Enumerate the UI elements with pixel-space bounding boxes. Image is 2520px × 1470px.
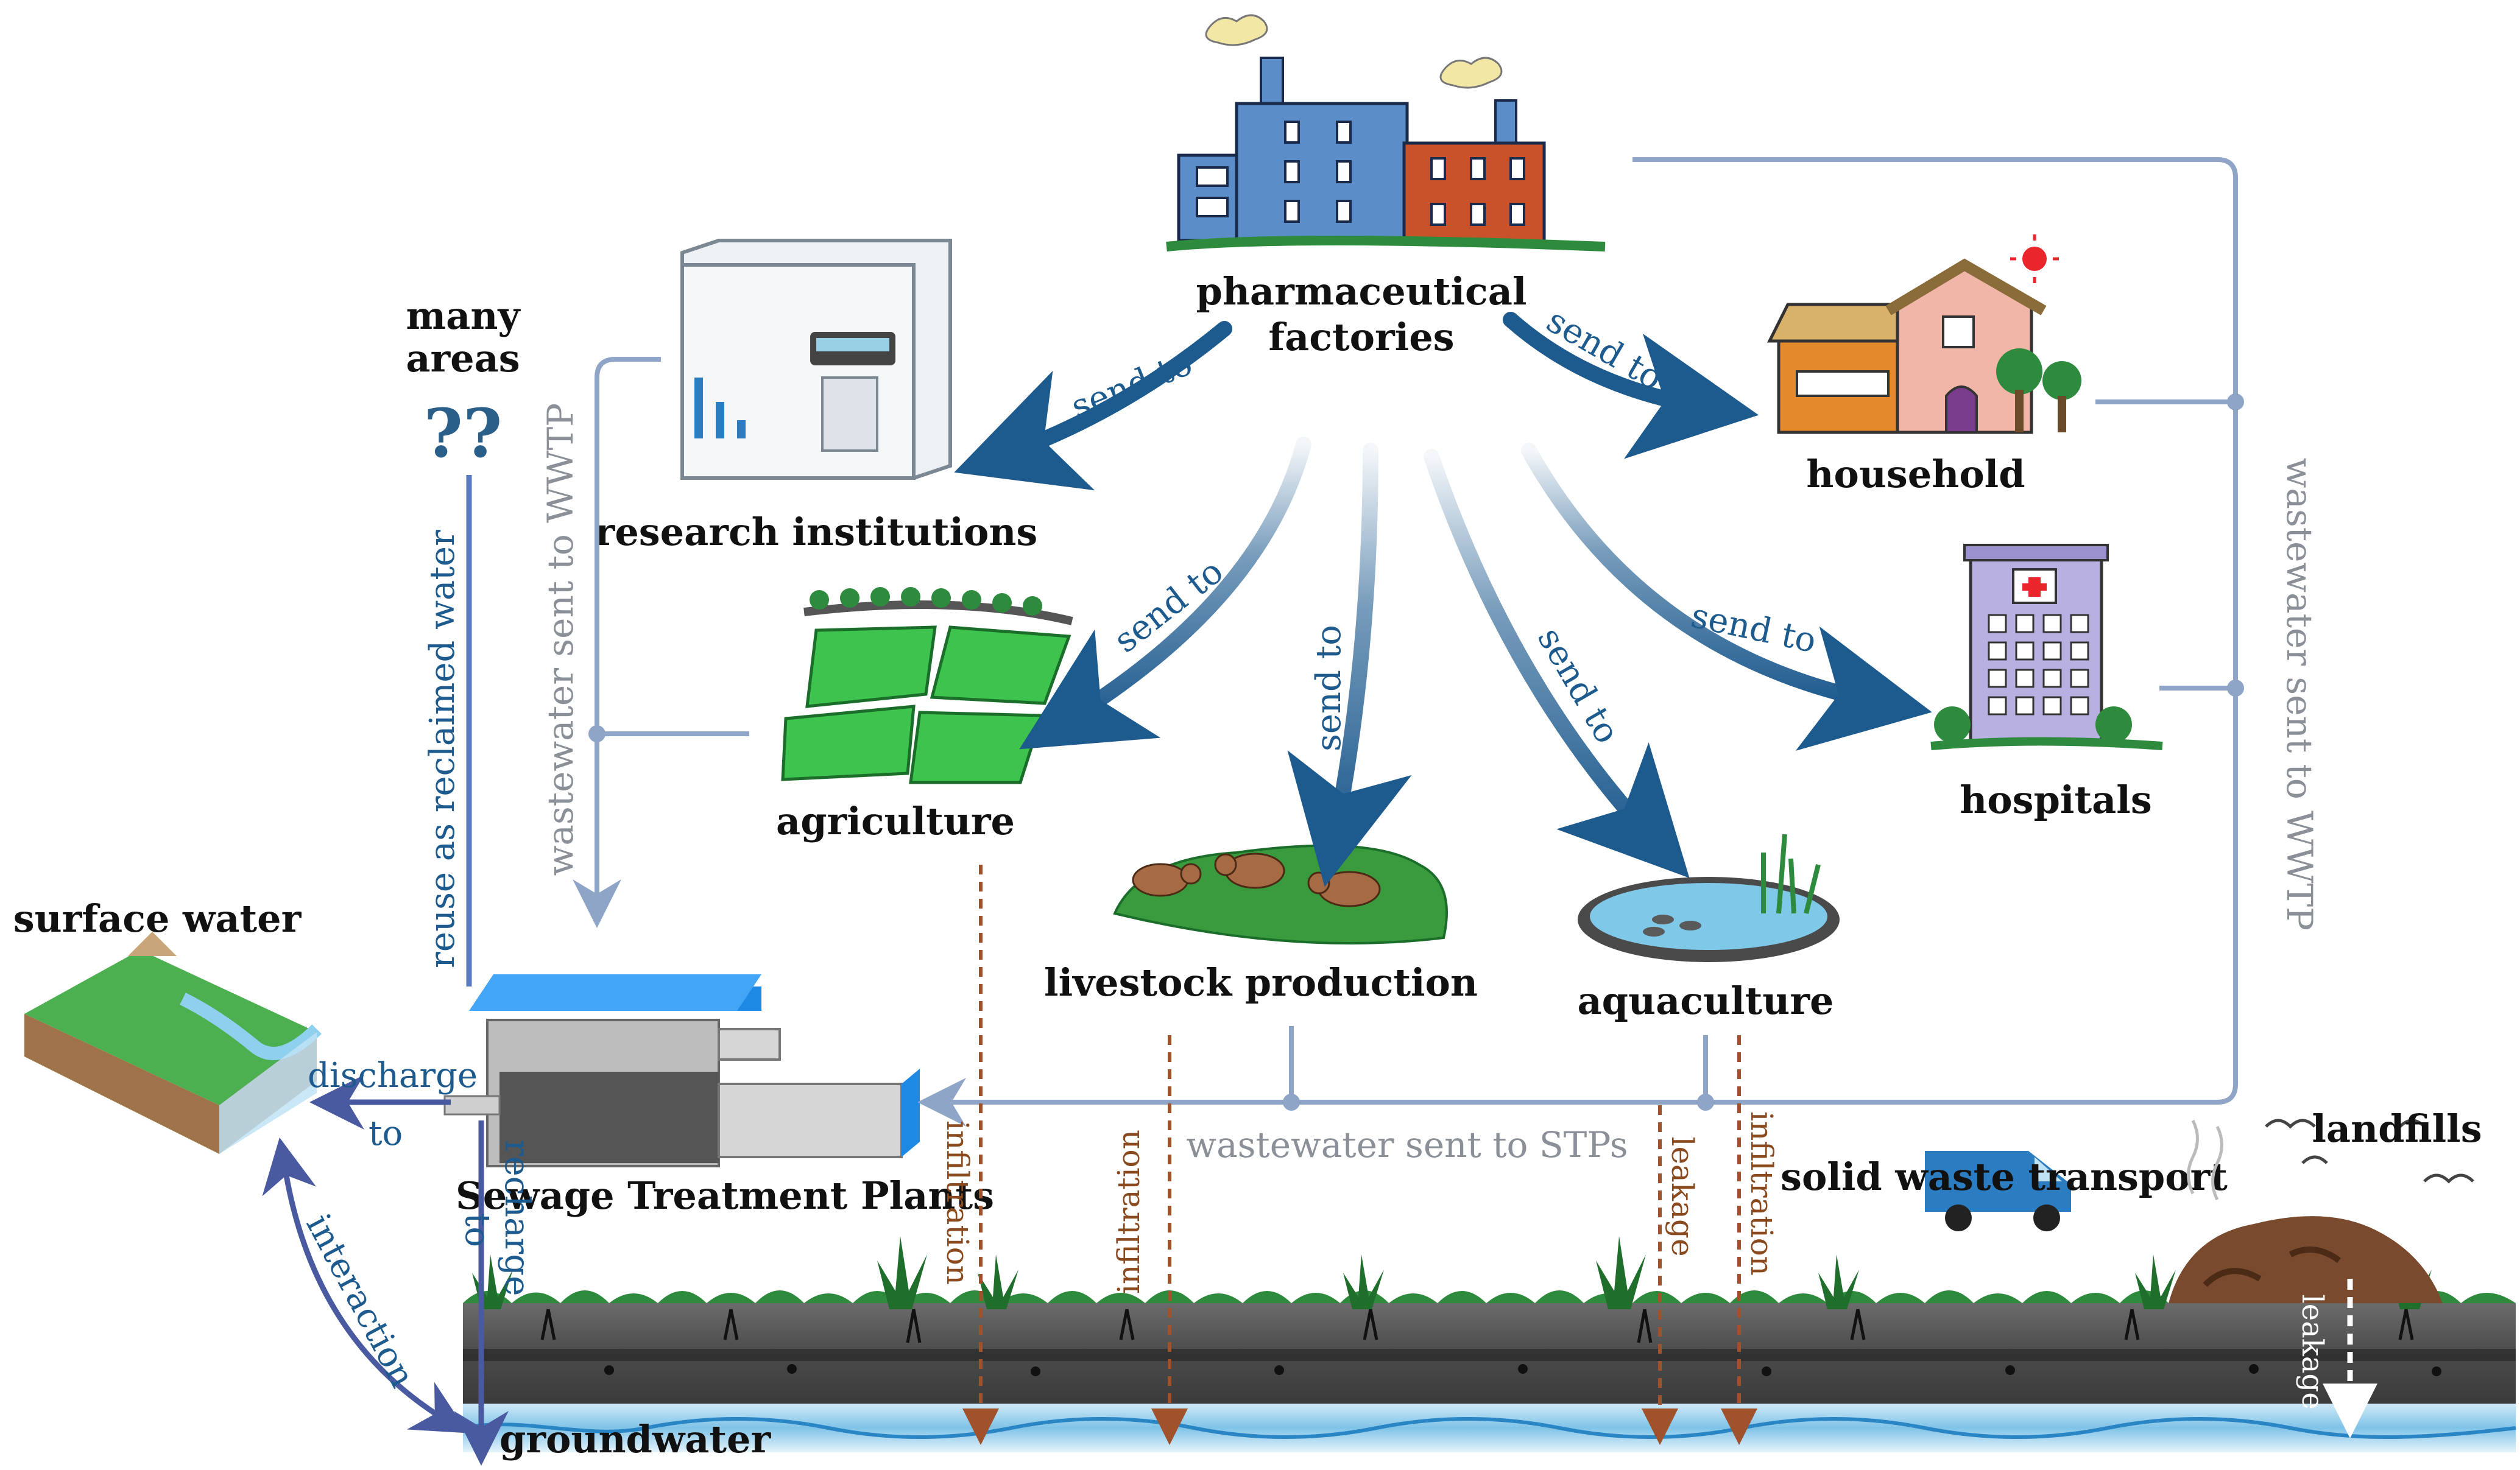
label-infiltration-2: infiltration — [1111, 1130, 1146, 1294]
label-infiltration-3: infiltration — [1744, 1111, 1779, 1276]
label-reuse-reclaimed-water: reuse as reclaimed water — [423, 530, 462, 968]
research-instrument-icon — [680, 239, 952, 480]
label-many: many — [406, 294, 521, 338]
label-areas: areas — [406, 336, 520, 381]
label-household: household — [1806, 452, 2025, 496]
sewage-treatment-plant-icon — [443, 974, 920, 1167]
label-wastewater-wwtp-left: wastewater sent to WWTP — [540, 403, 581, 876]
ground-strip — [462, 1236, 2516, 1452]
label-recharge: recharge — [497, 1140, 537, 1296]
aquaculture-pond-icon — [1578, 834, 1840, 962]
landfill-icon — [2169, 1119, 2474, 1303]
label-landfills: landfills — [2312, 1106, 2482, 1151]
label-recharge-to: to — [457, 1213, 497, 1247]
label-send-to-research: send to — [1066, 343, 1198, 427]
label-discharge: discharge — [308, 1056, 478, 1095]
label-sewage-treatment-plants: Sewage Treatment Plants — [456, 1173, 994, 1218]
agriculture-fields-icon — [781, 587, 1073, 784]
label-interaction: interaction — [298, 1208, 423, 1394]
surface-water-landscape-icon — [24, 932, 322, 1154]
livestock-icon — [1113, 844, 1448, 944]
label-aquaculture: aquaculture — [1578, 979, 1834, 1023]
label-surface-water: surface water — [13, 896, 302, 941]
label-groundwater: groundwater — [499, 1417, 772, 1461]
label-send-to-livestock: send to — [1309, 625, 1349, 751]
label-leakage-1: leakage — [1665, 1136, 1700, 1256]
label-solid-waste-transport: solid waste transport — [1781, 1155, 2228, 1199]
interaction-arrow — [262, 1137, 468, 1433]
label-infiltration-1: infiltration — [940, 1120, 975, 1285]
factory-icon — [1166, 14, 1606, 251]
label-leakage-landfill: leakage — [2295, 1294, 2329, 1409]
label-hospitals: hospitals — [1960, 778, 2152, 822]
label-send-to-hospitals: send to — [1687, 596, 1819, 661]
question-marks-icon: ?? — [424, 394, 503, 473]
seepage-lines — [962, 865, 1757, 1445]
hospital-icon — [1930, 544, 2163, 750]
label-pharmaceutical: pharmaceutical — [1196, 269, 1527, 314]
send-to-arrows — [954, 312, 1932, 887]
send-to-labels: send to send to send to send to send to … — [1066, 301, 1820, 751]
delivery-van-icon — [1925, 1151, 2071, 1231]
label-factories: factories — [1268, 315, 1454, 359]
label-livestock-production: livestock production — [1044, 960, 1478, 1005]
label-research-institutions: research institutions — [595, 510, 1038, 554]
label-discharge-to: to — [369, 1114, 403, 1153]
label-wastewater-wwtp-right: wastewater sent to WWTP — [2279, 458, 2320, 930]
label-wastewater-stps: wastewater sent to STPs — [1186, 1124, 1628, 1166]
label-agriculture: agriculture — [776, 799, 1015, 843]
household-icon — [1766, 234, 2081, 434]
wwtp-flow-lines — [573, 157, 2244, 1127]
